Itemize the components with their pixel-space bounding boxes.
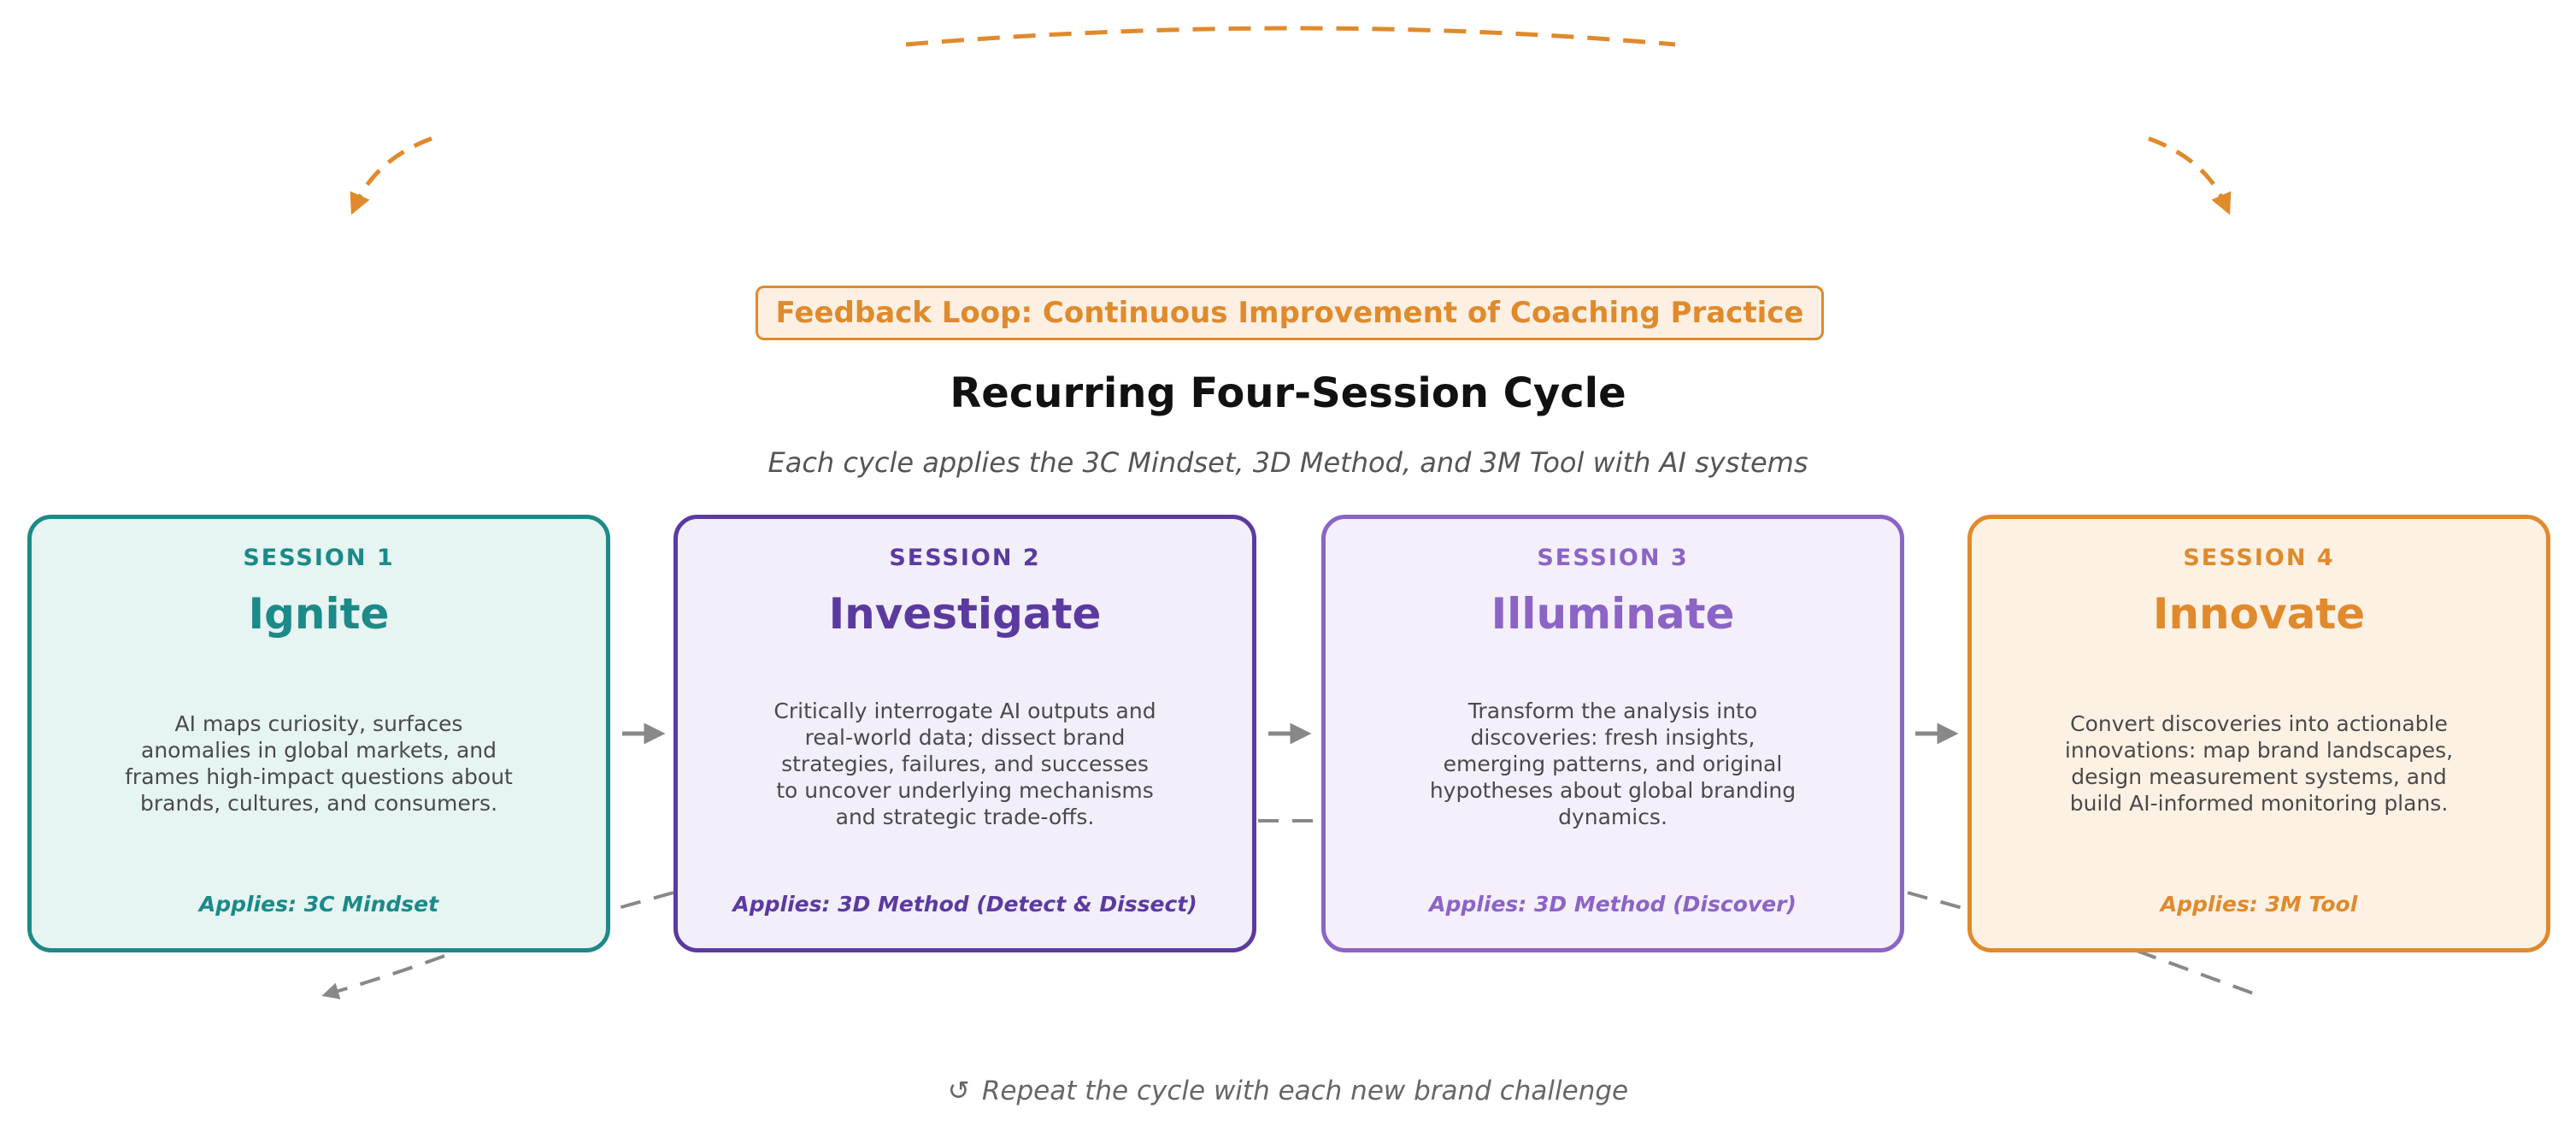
feedback-arc-top [905, 26, 1676, 47]
session-label: SESSION 1 [243, 545, 395, 571]
repeat-icon: ↺ [947, 1076, 970, 1106]
session-label: SESSION 3 [1537, 545, 1689, 571]
session-applies: Applies: 3C Mindset [198, 892, 439, 917]
feedback-loop-banner: Feedback Loop: Continuous Improvement of… [756, 286, 1824, 340]
session-name: Innovate [2152, 589, 2366, 639]
feedback-arc-left [350, 136, 432, 215]
diagram-title: Recurring Four-Session Cycle [950, 369, 1626, 417]
session-applies: Applies: 3M Tool [2160, 892, 2358, 917]
session-applies: Applies: 3D Method (Discover) [1429, 892, 1797, 917]
session-card-innovate: SESSION 4 Innovate Convert discoveries i… [1967, 515, 2550, 952]
session-name: Investigate [828, 589, 1102, 639]
session-description: Critically interrogate AI outputs and re… [773, 698, 1156, 829]
return-path-left-upper [611, 891, 674, 911]
session-name: Ignite [248, 589, 390, 639]
repeat-text: Repeat the cycle with each new brand cha… [981, 1076, 1629, 1106]
repeat-caption: ↺ Repeat the cycle with each new brand ch… [0, 1076, 2576, 1106]
diagram-subtitle: Each cycle applies the 3C Mindset, 3D Me… [768, 446, 1808, 479]
return-path-right-upper [1907, 891, 1963, 910]
feedback-arc-right [2148, 136, 2232, 215]
session-description: Transform the analysis into discoveries:… [1429, 698, 1797, 829]
session-label: SESSION 4 [2183, 545, 2335, 571]
return-path-left-lower [321, 954, 445, 999]
session-card-investigate: SESSION 2 Investigate Critically interro… [673, 515, 1256, 952]
return-path-right-lower [2136, 949, 2259, 997]
session-label: SESSION 2 [889, 545, 1041, 571]
session-applies: Applies: 3D Method (Detect & Dissect) [732, 892, 1197, 917]
session-description: Convert discoveries into actionable inno… [2064, 711, 2454, 816]
session-card-illuminate: SESSION 3 Illuminate Transform the analy… [1321, 515, 1904, 952]
session-card-ignite: SESSION 1 Ignite AI maps curiosity, surf… [27, 515, 610, 952]
session-description: AI maps curiosity, surfaces anomalies in… [125, 711, 513, 816]
session-name: Illuminate [1491, 589, 1735, 639]
